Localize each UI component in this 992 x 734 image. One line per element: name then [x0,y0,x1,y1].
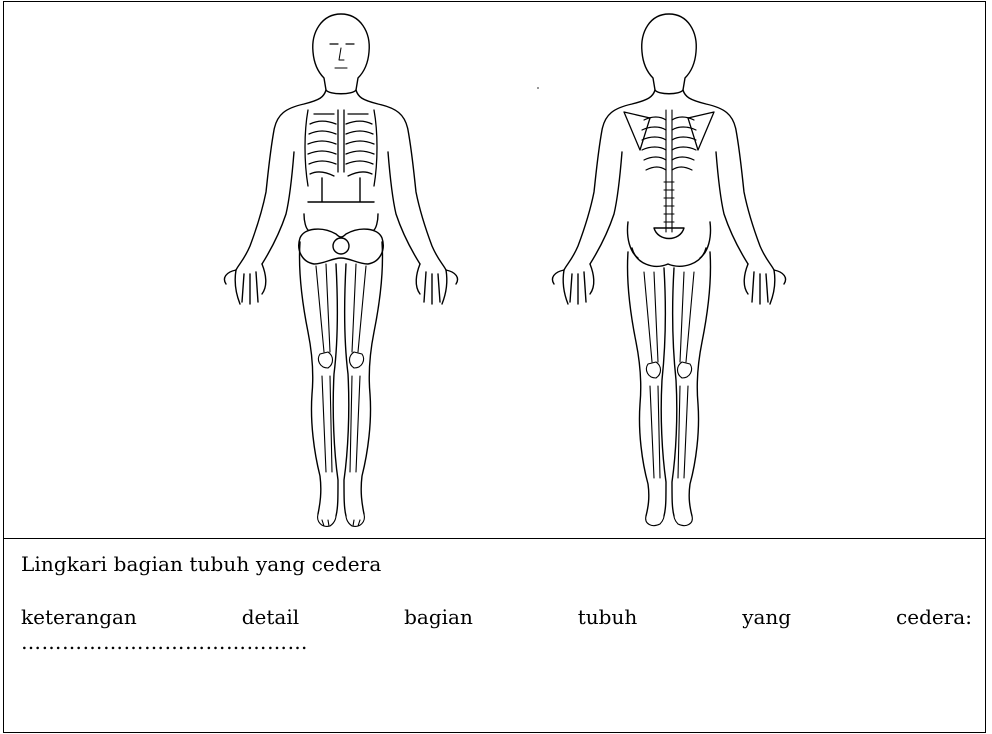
injury-details-label: keterangan detail bagian tubuh yang cede… [21,605,972,629]
front-body-figure[interactable] [224,14,457,526]
back-femurs [644,272,694,362]
instruction-caption: Lingkari bagian tubuh yang cedera [21,552,381,576]
front-pelvis-center [333,238,349,254]
front-face-nose [339,48,344,60]
front-femurs [316,264,366,352]
front-head [313,14,369,94]
front-shins [322,376,360,472]
back-head [642,14,697,94]
front-body-outline [236,90,446,270]
front-feet [318,514,365,526]
details-word: yang [742,605,791,629]
back-rib-cage [642,117,696,170]
front-abdomen [304,178,378,230]
back-legs-outline [627,252,710,516]
injury-details-input-line[interactable]: …………………………………… [21,630,308,654]
details-word: bagian [404,605,473,629]
details-word: tubuh [578,605,637,629]
front-left-hand [224,264,265,304]
back-sacrum [654,228,684,239]
section-divider [4,538,985,539]
back-right-hand [744,264,785,304]
body-diagram[interactable] [4,2,985,538]
back-body-outline [564,90,774,270]
back-inner-arms [590,152,748,264]
back-scapulae [624,112,714,150]
front-knees [318,352,363,368]
back-shins [650,386,688,478]
details-word: keterangan [21,605,137,629]
injury-form: Lingkari bagian tubuh yang cedera ketera… [3,1,986,733]
front-pelvis [299,229,383,264]
front-right-hand [416,264,457,304]
scan-speck [537,87,539,89]
back-buttocks [632,248,706,266]
front-rib-cage [305,110,377,186]
back-feet [646,516,693,526]
back-body-figure[interactable] [552,14,785,526]
details-word: cedera: [896,605,972,629]
back-left-hand [552,264,593,304]
back-spine [664,110,674,232]
details-word: detail [242,605,299,629]
front-legs-outline [299,242,382,516]
front-inner-arms [262,152,420,264]
back-knees [646,362,691,378]
